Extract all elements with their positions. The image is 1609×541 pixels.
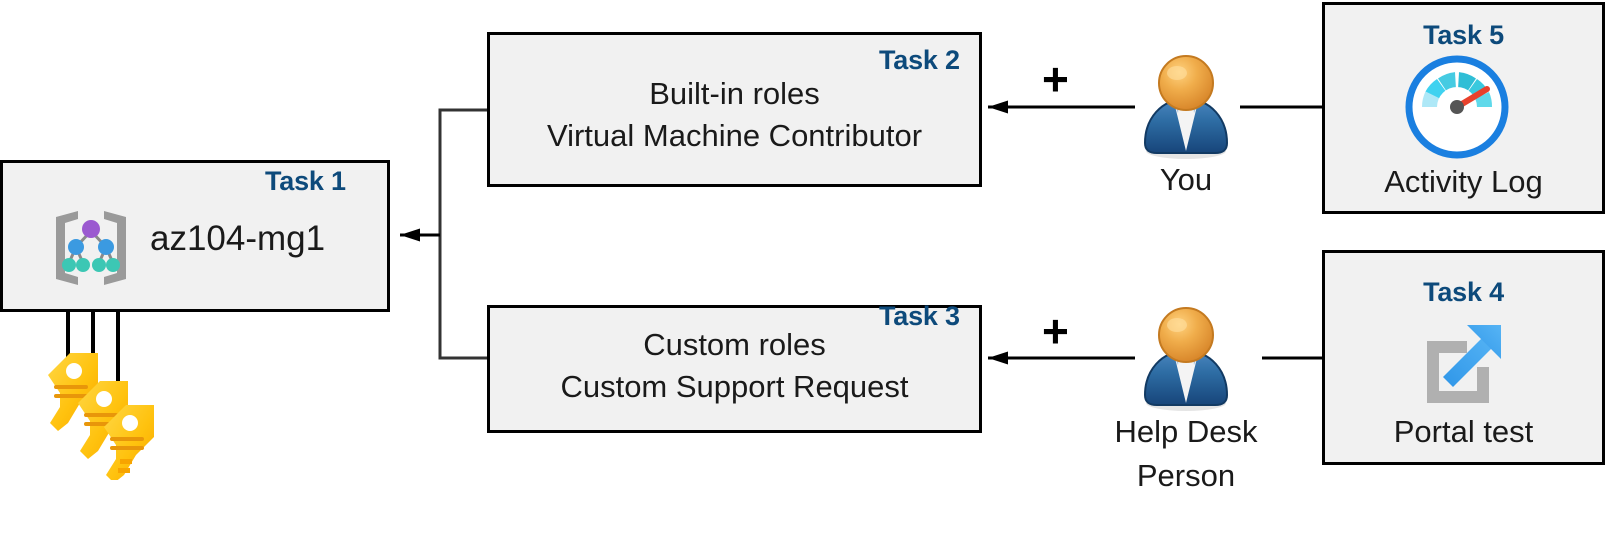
task2-line2: Virtual Machine Contributor: [546, 118, 923, 153]
task4-caption: Portal test: [1393, 414, 1534, 449]
keys-icon: [36, 345, 161, 483]
helpdesk-person-icon: [1133, 307, 1239, 412]
task3-task-label: Task 3: [879, 301, 960, 331]
plus-bottom: +: [1042, 305, 1069, 357]
task2-line1: Built-in roles: [649, 76, 820, 111]
bracket-connector: [400, 108, 487, 360]
task1-title: az104-mg1: [150, 219, 326, 258]
you-person-icon: [1133, 55, 1239, 160]
you-label: You: [1159, 162, 1213, 197]
task3-line2: Custom Support Request: [560, 369, 909, 404]
task5-caption: Activity Log: [1384, 164, 1543, 199]
helpdesk-label-line1: Help Desk: [1114, 414, 1258, 449]
task1-box[interactable]: [0, 160, 390, 312]
task3-box[interactable]: [487, 305, 982, 433]
task4-task-label: Task 4: [1423, 277, 1504, 307]
task3-line1: Custom roles: [643, 327, 826, 362]
plus-top: +: [1042, 53, 1069, 105]
gauge-icon: [1405, 55, 1509, 159]
task2-box[interactable]: [487, 32, 982, 187]
task5-task-label: Task 5: [1423, 20, 1504, 50]
external-link-icon: [1409, 315, 1509, 410]
helpdesk-label-line2: Person: [1136, 458, 1236, 493]
task1-task-label: Task 1: [265, 166, 346, 196]
management-group-icon: [48, 203, 134, 291]
task2-task-label: Task 2: [879, 45, 960, 75]
